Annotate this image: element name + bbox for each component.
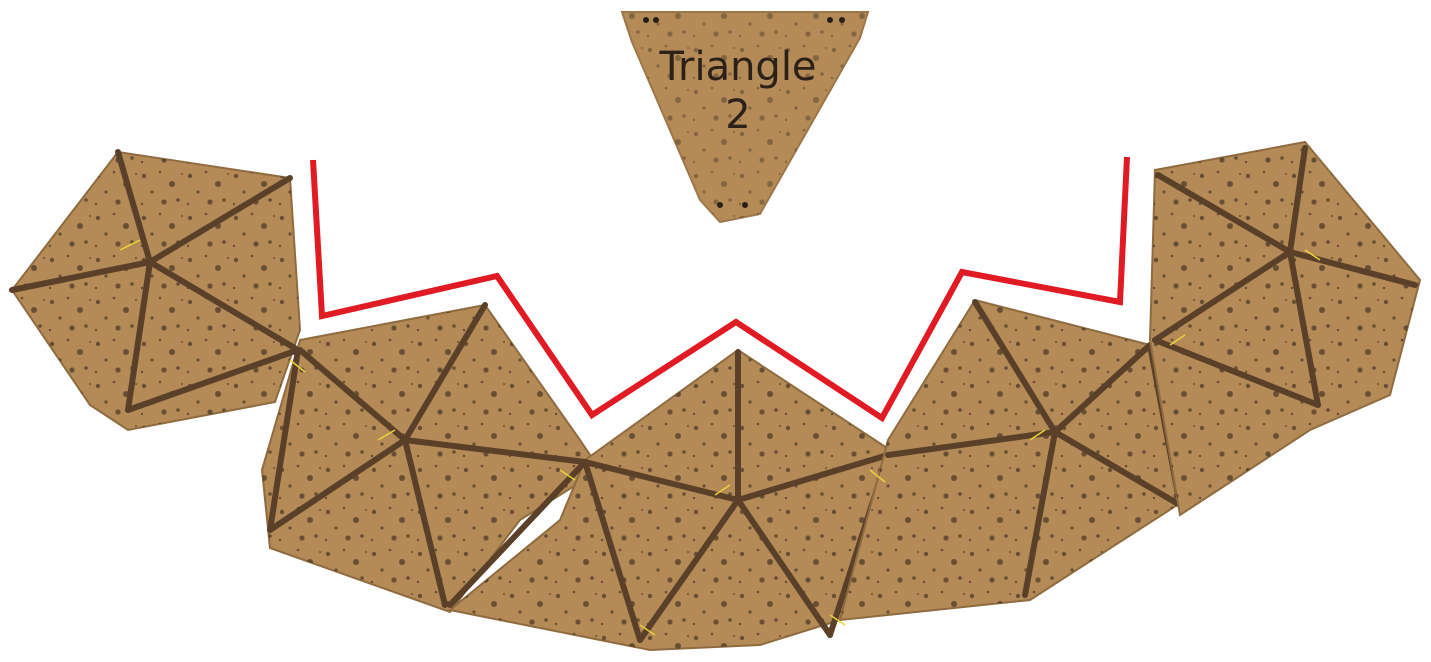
triangle-label-line2: 2 xyxy=(725,92,750,138)
triangle-label-line1: Triangle xyxy=(658,44,816,90)
